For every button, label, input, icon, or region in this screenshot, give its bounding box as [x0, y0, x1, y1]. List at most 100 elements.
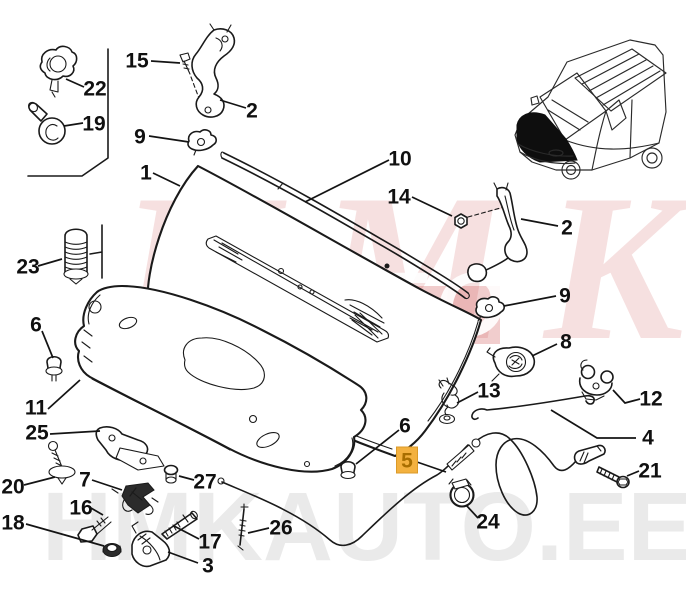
part-label-2-8[interactable]: 2 — [561, 217, 573, 240]
leader-line-22-1 — [65, 78, 85, 88]
part-label-13-23[interactable]: 13 — [477, 380, 500, 403]
part-label-5-27[interactable]: 5 — [401, 450, 413, 473]
part-label-1-5[interactable]: 1 — [140, 162, 152, 185]
leader-line-26-21 — [247, 527, 270, 534]
bracket-25-drawing — [95, 426, 165, 471]
insulation-panel-11-drawing — [74, 284, 368, 473]
van-front-wheel-hub — [565, 164, 577, 176]
buffer-group-line — [89, 224, 103, 279]
part-label-25-13[interactable]: 25 — [25, 422, 49, 445]
part-label-9-9[interactable]: 9 — [559, 285, 571, 308]
van-rear-wheel — [641, 147, 663, 169]
part-label-11-12[interactable]: 11 — [25, 397, 48, 420]
part-label-18-17[interactable]: 18 — [1, 512, 25, 535]
hinge-2-left-drawing — [191, 23, 236, 118]
clip-22-drawing — [39, 45, 78, 98]
part-label-14-7[interactable]: 14 — [387, 186, 411, 209]
leader-line-27-18 — [178, 475, 195, 481]
fastener-group-bracket — [27, 48, 109, 177]
part-label-15-0[interactable]: 15 — [125, 50, 149, 73]
van-roof-ribs — [581, 53, 661, 106]
leader-line-1-5 — [152, 172, 181, 187]
leader-line-10-6 — [304, 159, 390, 203]
leader-line-7-15 — [91, 479, 123, 491]
leader-line-6-26 — [355, 429, 400, 465]
bracket-3-drawing — [131, 521, 171, 568]
vehicle-thumbnail — [514, 39, 667, 180]
part-label-17-19[interactable]: 17 — [198, 531, 221, 554]
bracket-9-left-drawing — [187, 129, 217, 156]
clamp-24-drawing — [448, 478, 475, 508]
leader-line-18-17 — [25, 523, 105, 547]
van-side-details — [564, 99, 660, 171]
part-label-19-2[interactable]: 19 — [82, 113, 105, 136]
part-label-7-15[interactable]: 7 — [79, 469, 91, 492]
highlight-box-5 — [396, 446, 418, 474]
lock-7-drawing — [111, 482, 159, 515]
part-label-23-10[interactable]: 23 — [16, 256, 39, 279]
buffer-23-drawing — [63, 228, 89, 285]
part-label-22-1[interactable]: 22 — [83, 78, 106, 101]
rubber-stop-6-mid-drawing — [340, 460, 356, 480]
nut-14-drawing — [454, 206, 505, 229]
leader-line-9-9 — [503, 295, 557, 307]
plate-8-drawing — [486, 346, 536, 382]
leader-line-8-22 — [531, 343, 558, 357]
leader-line-15-0 — [150, 60, 181, 64]
leader-line-14-7 — [411, 196, 453, 217]
leader-line-25-13 — [49, 430, 101, 435]
part-label-8-22[interactable]: 8 — [560, 331, 572, 354]
leader-line-5-27 — [416, 461, 447, 473]
van-mirror — [530, 95, 540, 106]
leader-line-19-2 — [63, 122, 84, 127]
leader-line-11-12 — [47, 379, 81, 410]
part-label-6-26[interactable]: 6 — [399, 415, 411, 438]
rivet-19-drawing — [28, 101, 66, 145]
van-roof-panel — [574, 48, 667, 112]
part-label-16-16[interactable]: 16 — [69, 497, 92, 520]
leader-line-20-14 — [23, 476, 56, 486]
rubber-stop-6-left-drawing — [45, 355, 63, 382]
screw-26-drawing — [237, 503, 249, 551]
grommet-27-drawing — [163, 464, 179, 484]
part-label-20-14[interactable]: 20 — [1, 476, 24, 499]
leader-line-2-8 — [520, 218, 559, 227]
part-label-6-11[interactable]: 6 — [30, 314, 42, 337]
leader-line-21-29 — [626, 470, 640, 477]
rod-4-drawing — [471, 394, 595, 420]
part-label-9-3[interactable]: 9 — [134, 126, 146, 149]
leader-line-16-16 — [90, 507, 104, 516]
part-label-10-6[interactable]: 10 — [388, 148, 411, 171]
grouping-lines — [27, 48, 109, 279]
leader-line-6-11 — [41, 330, 54, 359]
part-label-21-29[interactable]: 21 — [638, 460, 662, 483]
rivet-20-drawing — [47, 440, 76, 485]
hinge-2-right-drawing — [467, 182, 528, 283]
van-headlight — [548, 149, 564, 157]
leader-line-17-19 — [173, 525, 200, 540]
stud-17-drawing — [161, 510, 198, 540]
part-label-3-20[interactable]: 3 — [202, 555, 214, 578]
leader-line-9-3 — [148, 135, 190, 143]
leader-line-23-10 — [37, 258, 63, 267]
van-grille — [517, 143, 576, 165]
van-front-wheel — [561, 160, 581, 180]
part-label-2-4[interactable]: 2 — [246, 100, 258, 123]
leader-line-3-20 — [167, 551, 199, 564]
part-label-26-21[interactable]: 26 — [269, 517, 292, 540]
leader-line-2-4 — [219, 99, 247, 109]
part-label-27-18[interactable]: 27 — [193, 471, 216, 494]
part-label-12-24[interactable]: 12 — [639, 388, 662, 411]
leader-line-4-25 — [550, 409, 636, 439]
clip-13-drawing — [438, 377, 460, 425]
part-label-24-28[interactable]: 24 — [476, 511, 500, 534]
leader-line-12-24 — [612, 389, 641, 404]
van-rear-wheel-hub — [646, 152, 658, 164]
leader-line-24-28 — [465, 504, 479, 519]
screw-21-drawing — [596, 466, 630, 489]
part-label-4-25[interactable]: 4 — [642, 427, 654, 450]
bolt-16-drawing — [77, 516, 112, 543]
